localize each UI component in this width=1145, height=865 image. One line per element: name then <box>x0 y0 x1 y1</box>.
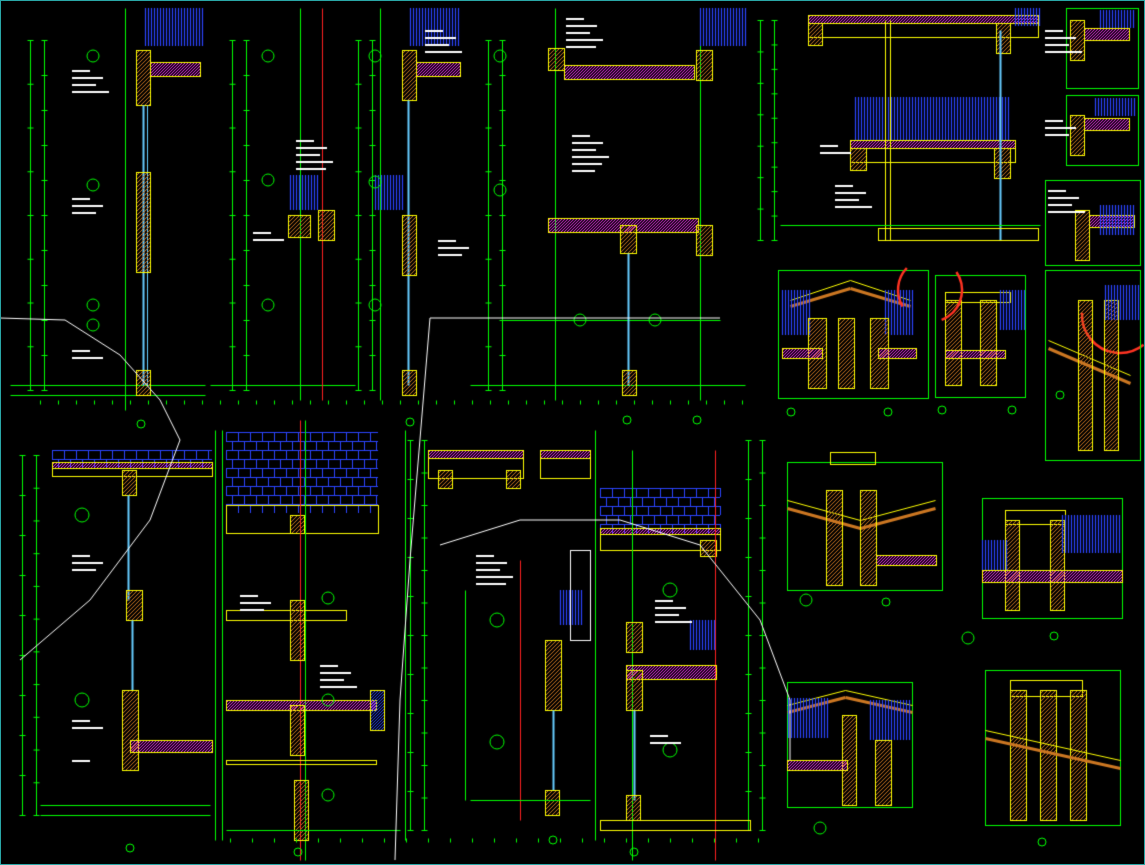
cad-drawing-canvas[interactable] <box>0 0 1145 865</box>
